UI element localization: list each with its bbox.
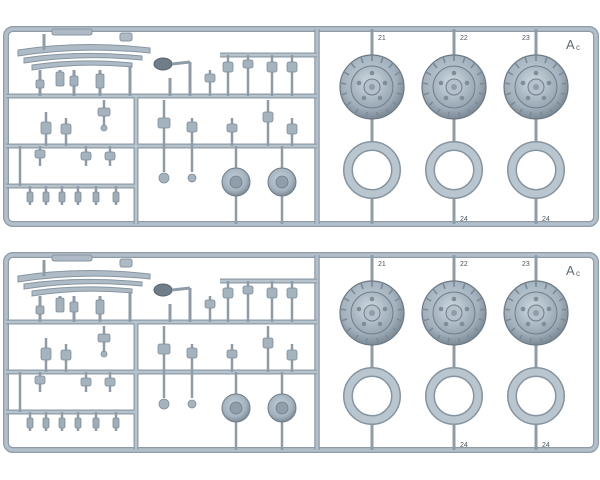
wheel-part bbox=[503, 280, 569, 346]
ring-part bbox=[512, 372, 560, 420]
sprue-frame bbox=[6, 255, 596, 450]
part-number: 24 bbox=[460, 442, 468, 449]
part-number: 21 bbox=[378, 35, 386, 42]
wheel-part bbox=[421, 54, 487, 120]
wheel-part bbox=[421, 280, 487, 346]
sprue-letter-suffix: c bbox=[576, 43, 580, 52]
part-number: 22 bbox=[460, 35, 468, 42]
part-number: 24 bbox=[460, 216, 468, 223]
ring-part bbox=[512, 146, 560, 194]
ring-part bbox=[430, 372, 478, 420]
sprue-letter: A bbox=[566, 37, 575, 52]
ring-part bbox=[348, 146, 396, 194]
part-number: 22 bbox=[460, 261, 468, 268]
sprue-frame bbox=[6, 29, 596, 224]
part-number: 23 bbox=[522, 35, 530, 42]
part-number: 24 bbox=[542, 442, 550, 449]
ring-part bbox=[430, 146, 478, 194]
sprue-bottom: 21 22 23 24 24 A c bbox=[6, 255, 596, 450]
wheel-part bbox=[503, 54, 569, 120]
sprue-top: 21 22 23 24 24 A c bbox=[6, 29, 596, 224]
ring-part bbox=[348, 372, 396, 420]
part-number: 23 bbox=[522, 261, 530, 268]
part-number: 24 bbox=[542, 216, 550, 223]
wheel-part bbox=[339, 280, 405, 346]
sprue-letter-suffix: c bbox=[576, 269, 580, 278]
part-number: 21 bbox=[378, 261, 386, 268]
wheel-part bbox=[339, 54, 405, 120]
sprue-letter: A bbox=[566, 263, 575, 278]
